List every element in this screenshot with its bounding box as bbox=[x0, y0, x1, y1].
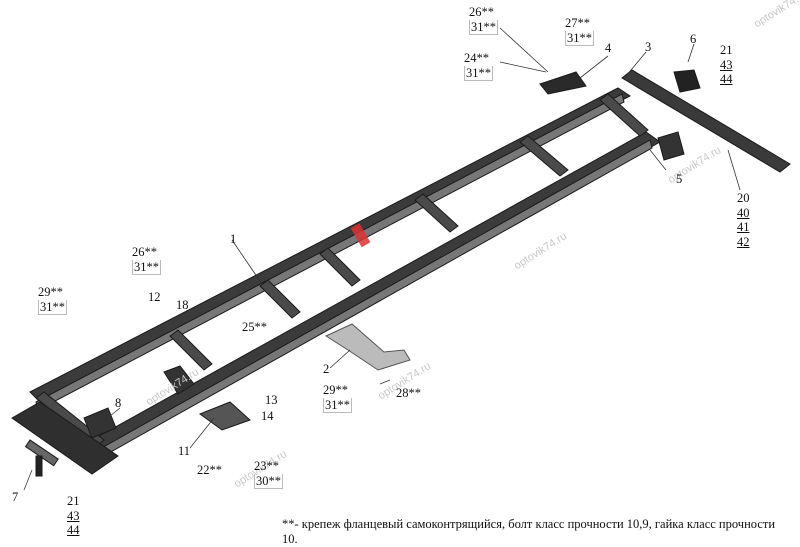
part-label: 25** bbox=[242, 320, 267, 334]
part-label: 20 bbox=[737, 191, 750, 205]
part-label: 31** bbox=[565, 30, 594, 46]
part-label: 4 bbox=[605, 41, 612, 55]
part-label: 23** bbox=[254, 459, 279, 473]
part-label: 31** bbox=[323, 397, 352, 413]
part-label: 2 bbox=[323, 362, 330, 376]
part-label: 6 bbox=[690, 32, 697, 46]
label-group: 29** 31** bbox=[38, 285, 67, 315]
brand-logo bbox=[346, 189, 426, 258]
part-label: 12 bbox=[148, 290, 161, 304]
label-group: 29** 31** bbox=[323, 383, 352, 413]
part-label: 29** bbox=[323, 383, 348, 397]
part-label: 14 bbox=[261, 409, 274, 423]
part-label: 8 bbox=[115, 396, 122, 410]
part-label: 21 bbox=[720, 43, 733, 57]
part-label: 11 bbox=[178, 444, 191, 458]
part-label: 31** bbox=[469, 19, 498, 35]
part-label: 40 bbox=[737, 205, 750, 220]
brand-logo-mark bbox=[350, 223, 371, 248]
part-label: 18 bbox=[176, 298, 189, 312]
part-label: 43 bbox=[67, 508, 80, 523]
label-group: 24** 31** bbox=[464, 51, 493, 81]
part-label: 31** bbox=[38, 299, 67, 315]
part-label: 28** bbox=[396, 386, 421, 400]
label-group: 23** 30** bbox=[254, 459, 283, 489]
bracket-part-2 bbox=[324, 323, 411, 371]
part-label: 26** bbox=[469, 5, 494, 19]
part-label: 21 bbox=[67, 494, 80, 508]
label-group: 21 43 44 bbox=[720, 43, 733, 87]
part-label: 13 bbox=[265, 393, 278, 407]
part-label: 22** bbox=[197, 463, 222, 477]
part-label: 5 bbox=[676, 172, 683, 186]
label-group: 27** 31** bbox=[565, 16, 594, 46]
label-group: 21 43 44 bbox=[67, 494, 80, 538]
footnote: **- крепеж фланцевый самоконтрящийся, бо… bbox=[282, 517, 776, 546]
part-label: 42 bbox=[737, 234, 750, 249]
rear-components bbox=[35, 365, 251, 477]
part-label: 41 bbox=[737, 220, 750, 234]
part-label: 7 bbox=[12, 490, 19, 504]
part-label: 29** bbox=[38, 285, 63, 299]
cross-members bbox=[35, 93, 649, 447]
part-label: 31** bbox=[464, 65, 493, 81]
part-label: 30** bbox=[254, 473, 283, 489]
part-label: 43 bbox=[720, 57, 733, 72]
part-label: 44 bbox=[720, 72, 733, 86]
part-label: 44 bbox=[67, 523, 80, 537]
part-label: 31** bbox=[132, 259, 161, 275]
label-group: 20 40 41 42 bbox=[737, 191, 750, 249]
label-group: 26** 31** bbox=[469, 5, 498, 35]
part-label: 26** bbox=[132, 245, 157, 259]
part-label: 1 bbox=[230, 232, 237, 246]
part-label: 27** bbox=[565, 16, 590, 30]
leader-lines bbox=[23, 27, 741, 491]
label-group: 26** 31** bbox=[132, 245, 161, 275]
part-label: 3 bbox=[645, 40, 652, 54]
front-beam bbox=[539, 69, 791, 173]
part-label: 24** bbox=[464, 51, 489, 65]
